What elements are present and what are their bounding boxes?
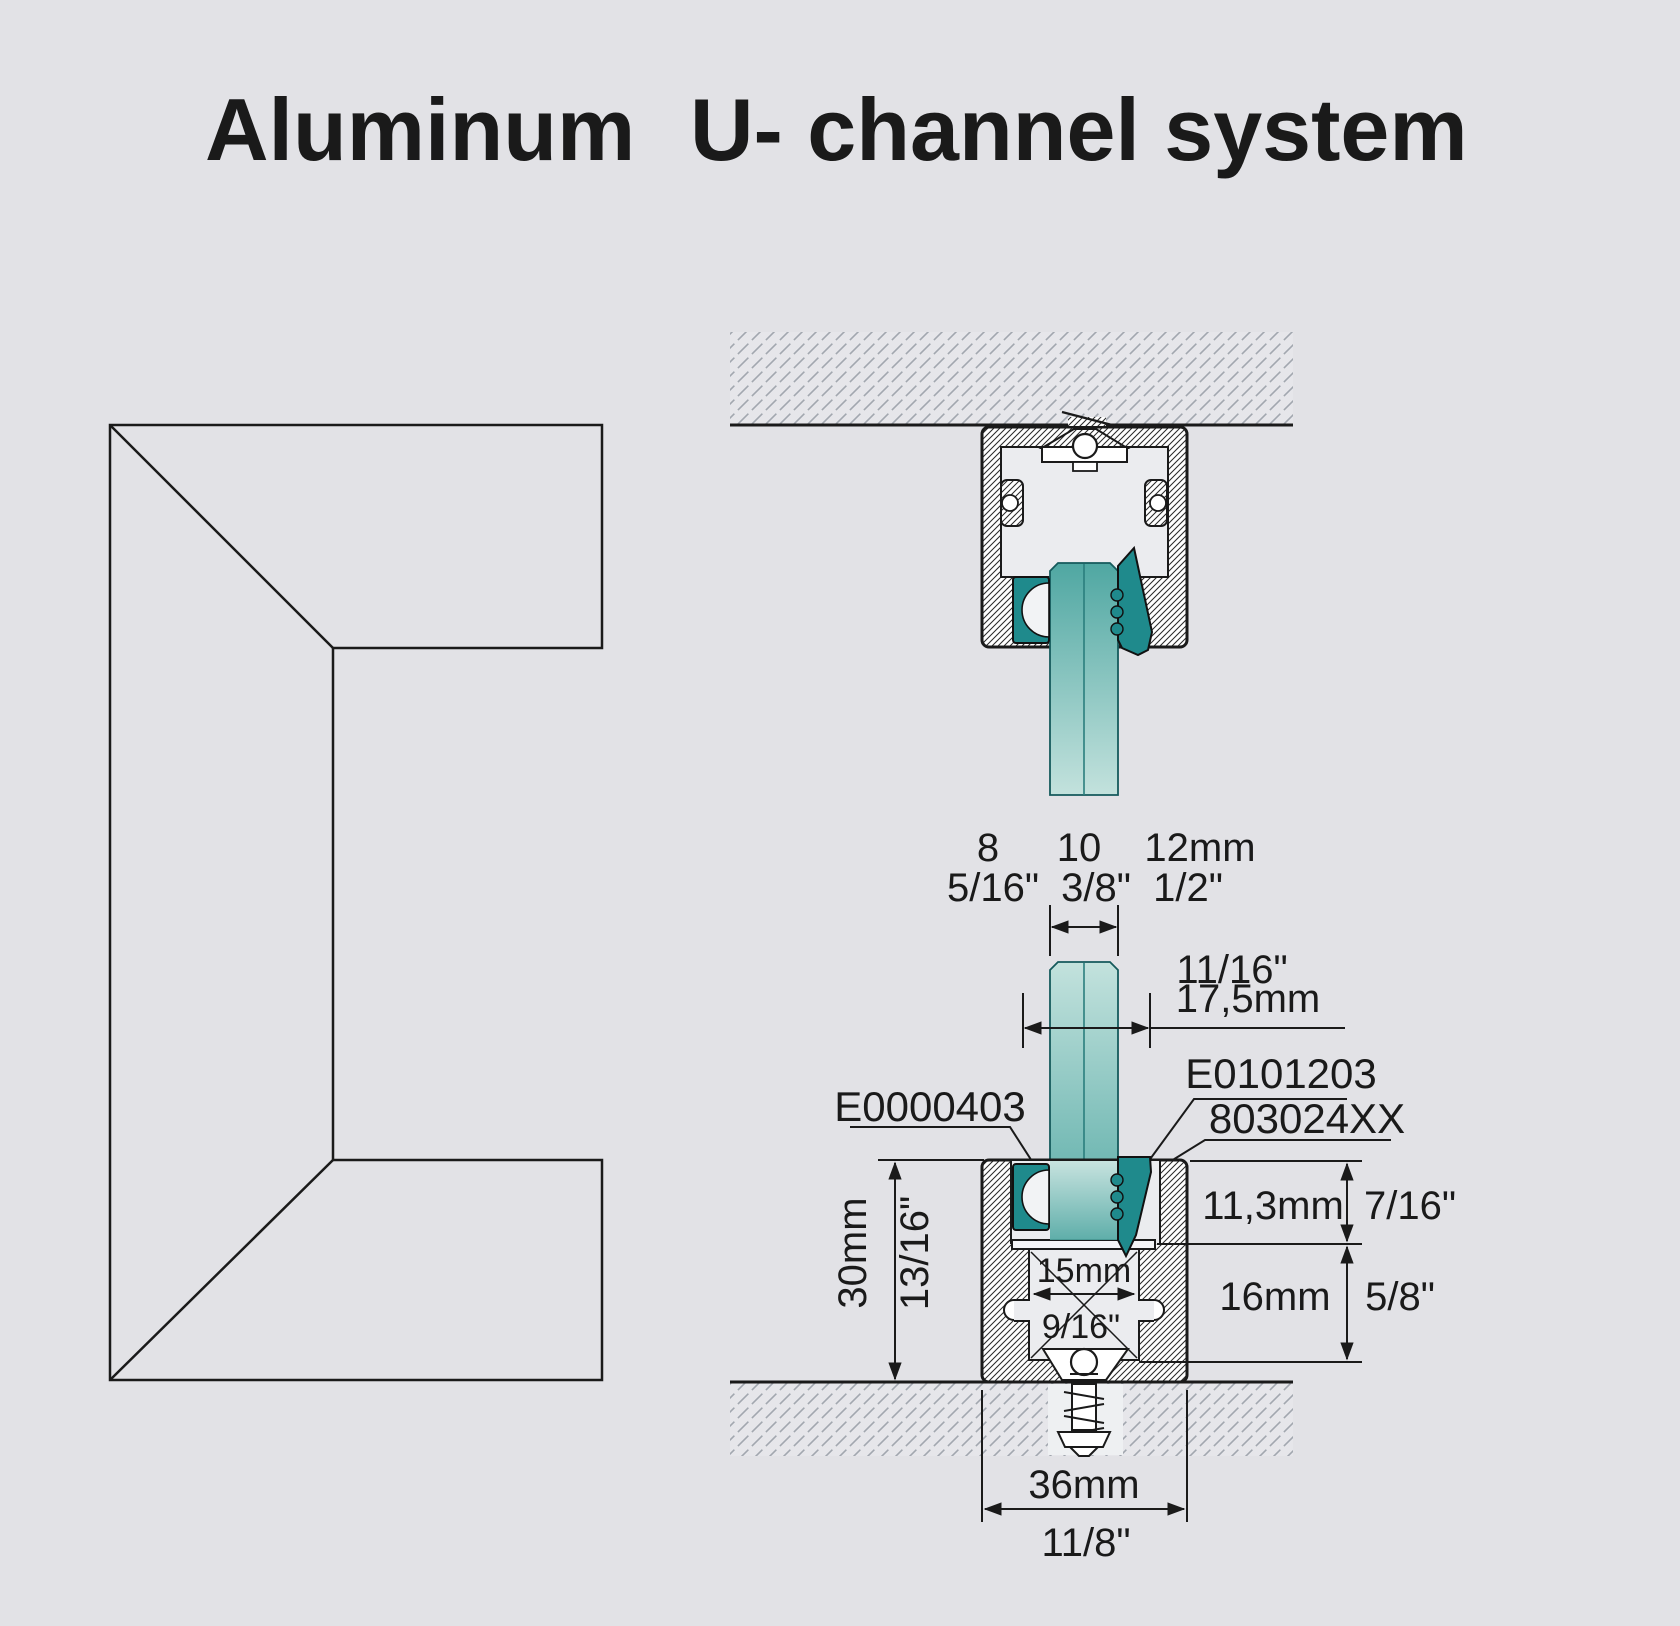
screw-tip [1067, 1446, 1101, 1457]
fastener-tab [1072, 461, 1098, 472]
label-16mm: 16mm [1219, 1275, 1330, 1319]
label-5-8: 5/8" [1365, 1275, 1435, 1319]
thickness-1-2: 1/2" [1153, 866, 1223, 910]
floor-hatch [730, 1383, 1293, 1456]
glass-in-channel [1050, 1161, 1118, 1240]
dim-right-stack [1139, 1160, 1362, 1363]
screw-head [1069, 1347, 1099, 1377]
title-word-u-channel-system: U- channel system [690, 80, 1468, 179]
label-11-3mm: 11,3mm [1202, 1184, 1344, 1228]
part-wedge-gasket: E0101203 [1185, 1050, 1377, 1097]
lower-section: 11/16" 17,5mm E0000403 E0101203 803024XX [730, 905, 1456, 1565]
ceiling-hatch [730, 332, 1293, 425]
screw-threads [1063, 1391, 1105, 1436]
thickness-12mm: 12mm [1144, 826, 1255, 870]
page-title: Aluminum U- channel system [205, 80, 1468, 179]
screw-boss-upper-right [1144, 479, 1168, 527]
label-13-16: 13/16" [893, 1196, 937, 1310]
screw-head-circle [1071, 432, 1099, 460]
label-11-8: 11/8" [1041, 1521, 1130, 1565]
floor-screw [1041, 1347, 1130, 1457]
screw-boss-lower-right [1138, 1299, 1165, 1322]
ceiling-screw [1038, 410, 1131, 472]
dim-glass-thickness [1049, 905, 1119, 956]
upper-section: 8 10 12mm 5/16" 3/8" 1/2" [730, 332, 1293, 910]
channel-bottom-edge [109, 1159, 334, 1381]
gasket-bulb-cutout-lower [1021, 1169, 1050, 1225]
side-gasket-upper [1012, 576, 1050, 644]
label-11-16: 11/16" [1176, 948, 1287, 992]
side-gasket-lower [1012, 1163, 1050, 1231]
thickness-3-8: 3/8" [1061, 866, 1131, 910]
thickness-8: 8 [977, 826, 999, 870]
label-15mm: 15mm [1037, 1252, 1131, 1290]
title-word-aluminum: Aluminum [205, 80, 635, 179]
wedge-gasket-upper [1110, 545, 1154, 657]
thickness-5-16: 5/16" [947, 866, 1039, 910]
screw-boss-upper-left [1000, 479, 1024, 527]
label-36mm: 36mm [1028, 1463, 1139, 1507]
u-channel-perspective-view [108, 423, 604, 1382]
screw-tip-hatch [1068, 417, 1106, 426]
label-9-16: 9/16" [1042, 1308, 1120, 1346]
screw-collar [1056, 1431, 1112, 1448]
gasket-bulb-cutout-upper [1021, 582, 1050, 638]
thickness-10: 10 [1057, 826, 1102, 870]
wedge-gasket-lower [1110, 1156, 1153, 1259]
screw-boss-lower-left [1003, 1299, 1030, 1322]
cavity-cross-line-2 [1030, 1251, 1138, 1359]
part-profile: 803024XX [1209, 1095, 1405, 1142]
part-side-gasket: E0000403 [834, 1083, 1026, 1130]
label-30mm: 30mm [831, 1197, 875, 1308]
label-17-5mm: 17,5mm [1176, 977, 1321, 1021]
channel-top-edge [109, 424, 334, 649]
glass-thickness-labels: 8 10 12mm 5/16" 3/8" 1/2" [947, 826, 1256, 910]
dim-width [981, 1390, 1188, 1522]
dim-height [878, 1159, 984, 1381]
leader-803024xx [1162, 1139, 1391, 1167]
screw-tip-line [1061, 410, 1113, 427]
label-7-16: 7/16" [1364, 1184, 1456, 1228]
dim-channel-opening [1022, 993, 1345, 1048]
